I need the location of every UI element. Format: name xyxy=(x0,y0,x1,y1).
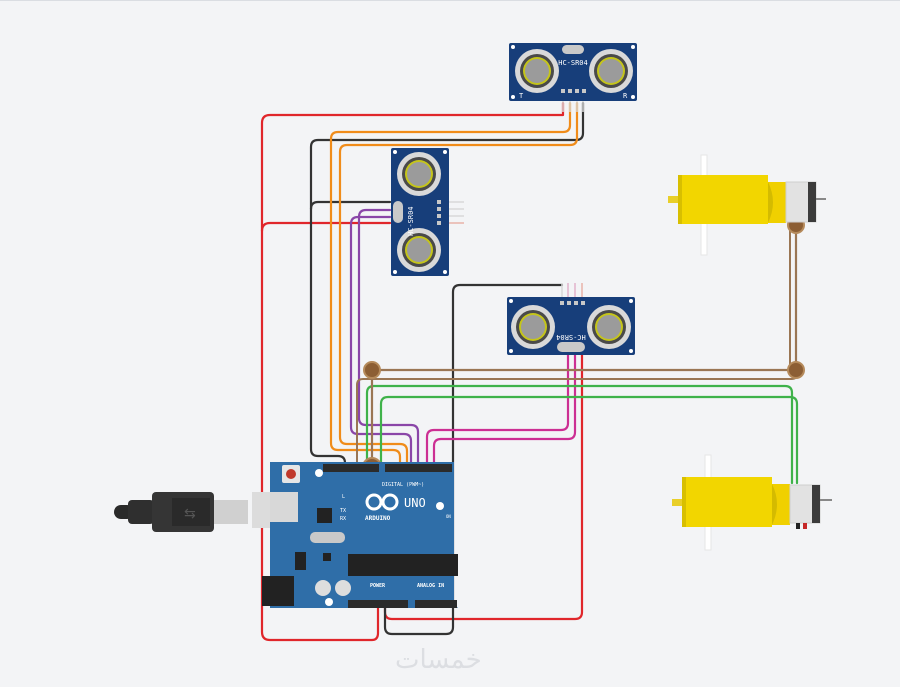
model-label: UNO xyxy=(404,496,426,510)
usb-icon: ⇆ xyxy=(184,506,196,522)
wire-black-top-sensor-gnd[interactable] xyxy=(309,101,585,465)
sensor-mid-pins xyxy=(561,283,583,297)
atmega-chip xyxy=(348,554,458,576)
arduino-logo-icon xyxy=(365,493,399,511)
digital-header-high[interactable] xyxy=(323,464,379,472)
led-label: RX xyxy=(340,516,346,522)
analog-header[interactable] xyxy=(415,600,457,608)
wire-black-left-sensor-gnd[interactable] xyxy=(309,200,392,211)
sensor-top-pins xyxy=(562,101,584,112)
digital-label: DIGITAL (PWM~) xyxy=(382,482,424,488)
wire-purple-left-echo[interactable] xyxy=(349,215,413,465)
led-label: TX xyxy=(340,508,346,514)
watermark-text: خمسات xyxy=(395,645,482,675)
led-label: L xyxy=(342,494,345,500)
on-label: ON xyxy=(446,514,451,519)
wire-green-motor-a[interactable] xyxy=(365,384,794,485)
wire-brown-motor-c[interactable] xyxy=(356,369,797,464)
arduino-uno-board[interactable]: DIGITAL (PWM~) ARDUINO UNO L TX RX ON PO… xyxy=(262,462,458,608)
sensor-left-pins xyxy=(449,201,464,224)
dc-motor-bottom[interactable] xyxy=(672,454,832,551)
sensor-mark: R xyxy=(623,92,628,100)
ultrasonic-sensor-left[interactable]: HC-SR04 xyxy=(391,148,449,276)
wire-joint[interactable] xyxy=(363,361,381,379)
ultrasonic-sensor-top[interactable]: HC-SR04 T R xyxy=(509,43,637,101)
wire-orange-top-trig[interactable] xyxy=(329,101,572,465)
digital-header-low[interactable] xyxy=(385,464,452,472)
analog-label: ANALOG IN xyxy=(417,583,444,589)
wire-purple-left-trig[interactable] xyxy=(357,208,420,465)
wire-joint[interactable] xyxy=(787,361,805,379)
dc-motor-top[interactable] xyxy=(668,154,826,256)
wire-orange-top-echo[interactable] xyxy=(338,101,579,465)
ultrasonic-sensor-middle[interactable]: HC-SR04 xyxy=(507,297,635,355)
wire-red-top-sensor-vcc[interactable] xyxy=(260,101,565,642)
wire-green-motor-b[interactable] xyxy=(379,395,799,485)
brand-label: ARDUINO xyxy=(365,515,391,522)
wire-magenta-mid-echo[interactable] xyxy=(432,353,577,465)
sensor-label: HC-SR04 xyxy=(558,59,588,67)
sensor-label: HC-SR04 xyxy=(556,333,586,341)
wire-black-mid-sensor-gnd[interactable] xyxy=(383,283,564,636)
power-label: POWER xyxy=(370,583,386,589)
sensor-mark: T xyxy=(519,92,524,100)
power-header[interactable] xyxy=(348,600,408,608)
wire-magenta-mid-trig[interactable] xyxy=(425,353,570,465)
canvas-top-border xyxy=(0,0,900,1)
sensor-label: HC-SR04 xyxy=(407,206,415,236)
wire-red-left-sensor-vcc[interactable] xyxy=(260,221,392,233)
